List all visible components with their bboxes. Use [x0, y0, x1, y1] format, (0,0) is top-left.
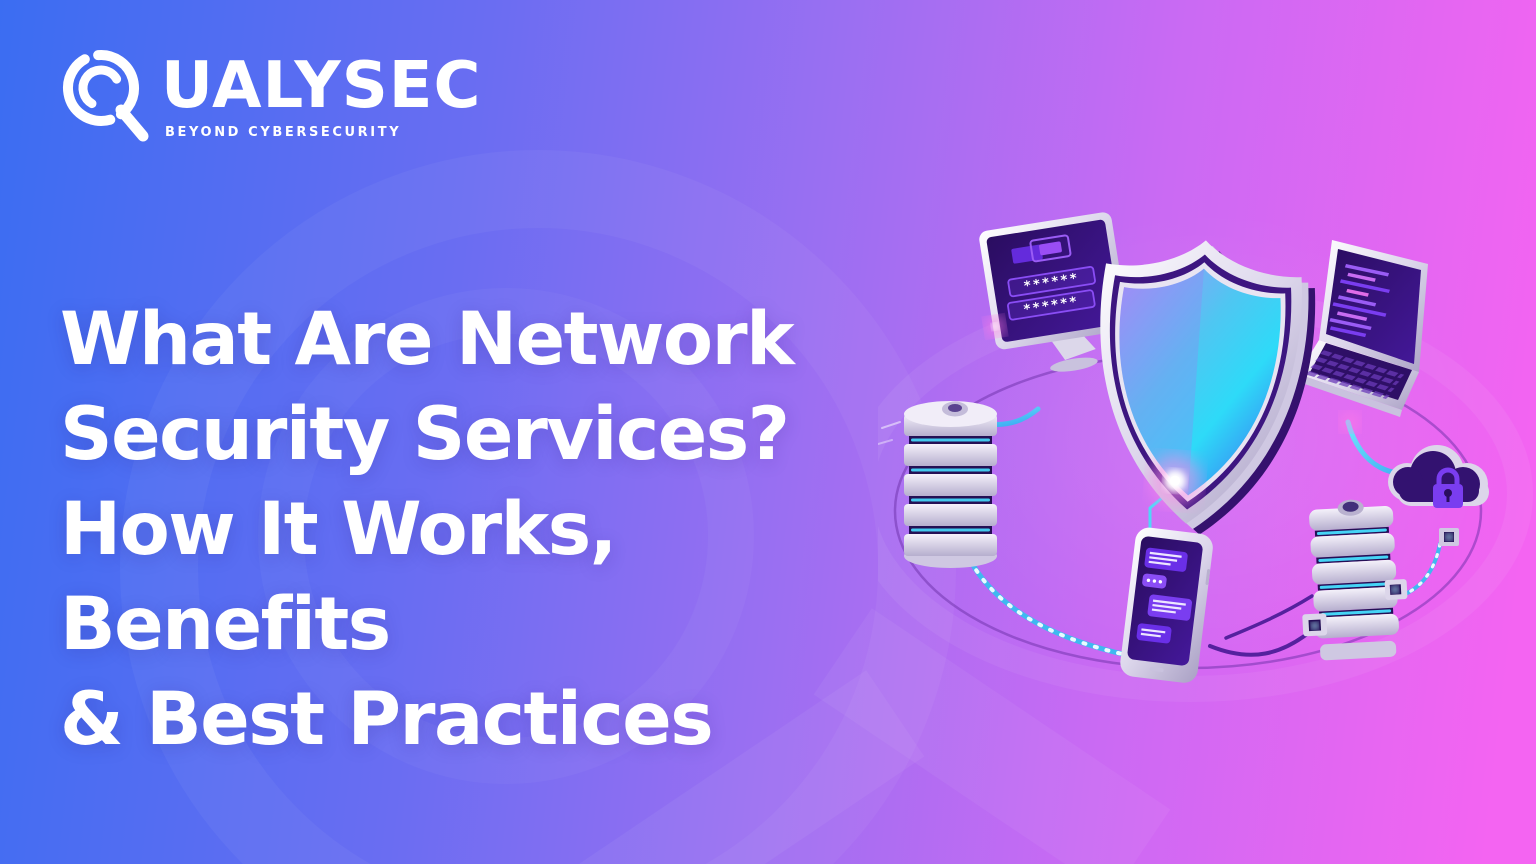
qualysec-q-icon	[63, 50, 149, 142]
network-security-illustration: ****** ******	[878, 212, 1533, 702]
title-line-3: How It Works, Benefits	[60, 487, 617, 667]
shield-icon	[1086, 233, 1320, 542]
qualysec-logo: UALYSEC BEYOND CYBERSECURITY	[57, 46, 481, 142]
laptop-code-icon	[1296, 240, 1428, 432]
smartphone-chat-icon	[1120, 527, 1213, 683]
title-line-1: What Are Network	[60, 297, 795, 382]
title-line-4: & Best Practices	[60, 677, 714, 762]
brand-tagline: BEYOND CYBERSECURITY	[165, 125, 402, 140]
monitor-password-icon: ****** ******	[979, 212, 1128, 372]
cloud-lock-icon	[1388, 445, 1489, 546]
server-tower-icon	[1302, 499, 1408, 661]
padlock-icon	[1433, 467, 1463, 508]
pink-glow	[1340, 412, 1360, 432]
database-stack-icon	[904, 401, 997, 568]
title-line-2: Security Services?	[60, 392, 790, 477]
page-title: What Are Network Security Services? How …	[60, 292, 960, 767]
brand-wordmark: UALYSEC	[161, 49, 482, 123]
